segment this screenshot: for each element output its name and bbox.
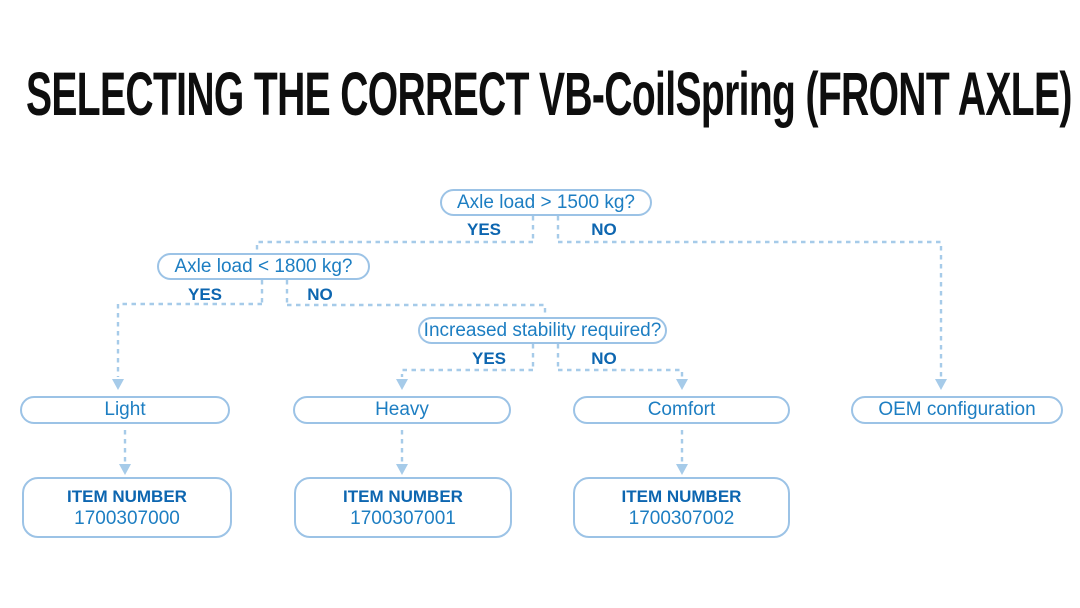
connector-no-3 (558, 368, 684, 377)
item-number-heading: ITEM NUMBER (67, 486, 187, 506)
connector-yes-2 (116, 302, 262, 377)
item-number-card-heavy: ITEM NUMBER 1700307001 (294, 477, 512, 538)
option-heavy: Heavy (293, 396, 511, 424)
decision-3-no-label: NO (591, 349, 617, 368)
decision-increased-stability: Increased stability required? (418, 317, 667, 344)
item-number-value: 1700307001 (350, 507, 456, 529)
decision-2-no-label: NO (307, 285, 333, 304)
connector-yes-3 (400, 368, 533, 377)
option-oem-configuration: OEM configuration (851, 396, 1063, 424)
arrowhead (112, 379, 124, 390)
item-number-value: 1700307002 (628, 507, 735, 529)
item-number-card-comfort: ITEM NUMBER 1700307002 (573, 477, 790, 538)
item-number-value: 1700307000 (74, 507, 180, 529)
arrowhead (396, 464, 408, 475)
decision-3-yes-label: YES (471, 349, 507, 368)
decision-axle-load-1800: Axle load < 1800 kg? (157, 253, 370, 280)
connector-no-2 (287, 303, 547, 316)
option-light: Light (20, 396, 230, 424)
arrowhead (396, 379, 408, 390)
decision-1-no-label: NO (591, 220, 617, 239)
item-number-heading: ITEM NUMBER (621, 486, 742, 506)
option-comfort: Comfort (573, 396, 790, 424)
decision-1-yes-label: YES (466, 220, 502, 239)
arrowhead (935, 379, 947, 390)
arrowhead (119, 464, 131, 475)
item-number-card-light: ITEM NUMBER 1700307000 (22, 477, 232, 538)
arrowhead (676, 379, 688, 390)
decision-axle-load-1500: Axle load > 1500 kg? (440, 189, 652, 216)
connector-yes-1 (255, 240, 533, 252)
arrowhead (676, 464, 688, 475)
decision-2-yes-label: YES (187, 285, 223, 304)
item-number-heading: ITEM NUMBER (343, 486, 463, 506)
page-title: SELECTING THE CORRECT VB-CoilSpring (FRO… (26, 60, 1072, 128)
